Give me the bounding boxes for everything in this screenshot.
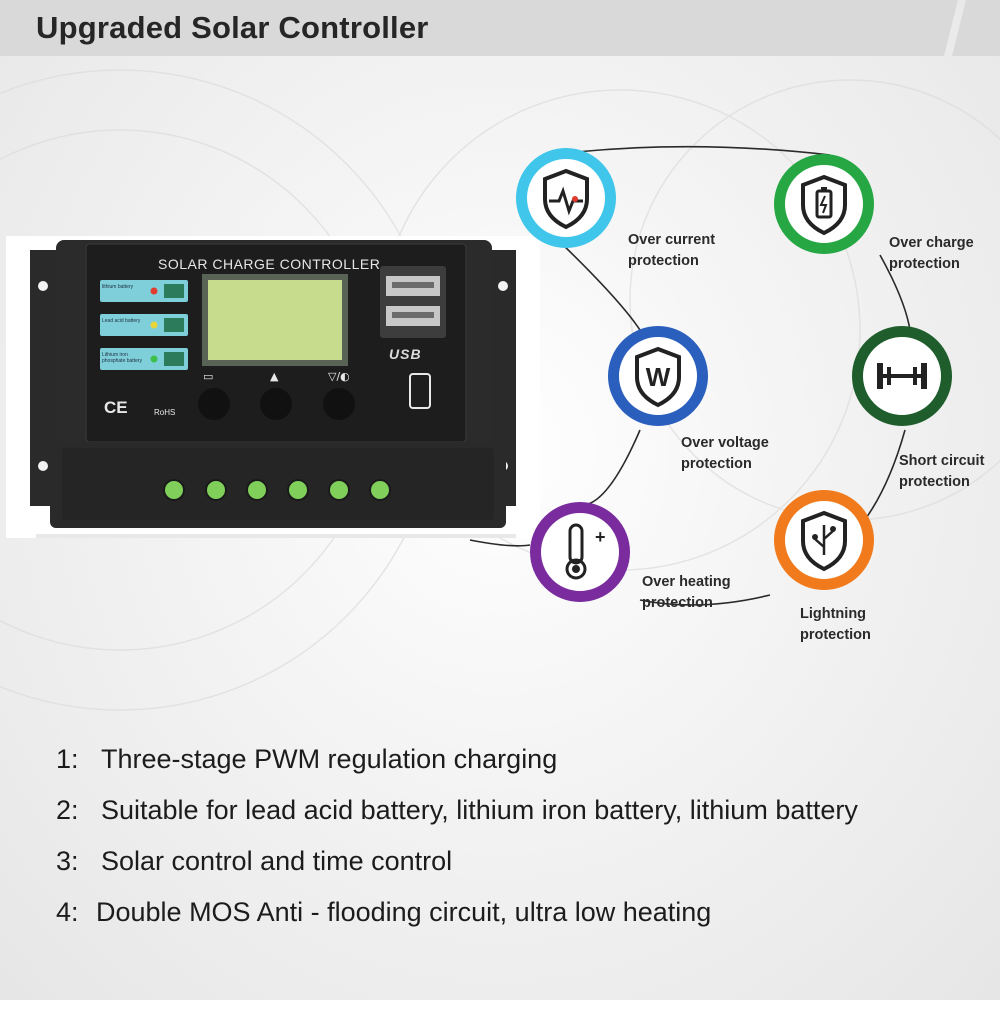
battery-label-lithium: lithium battery xyxy=(102,284,134,290)
page-title: Upgraded Solar Controller xyxy=(36,10,429,45)
dumbbell-icon xyxy=(877,363,927,389)
feature-item-3: 3: Solar control and time control xyxy=(56,842,976,893)
over-charge-label: Over charge protection xyxy=(889,233,974,275)
feature-item-1: 1: Three-stage PWM regulation charging xyxy=(56,740,976,791)
over-current-ring xyxy=(516,148,616,248)
controller-illustration: ▭ ▲ ▽/◐ xyxy=(30,240,516,538)
feature-item-2: 2: Suitable for lead acid battery, lithi… xyxy=(56,791,976,842)
svg-text:W: W xyxy=(646,362,671,392)
w-shield-icon: W xyxy=(635,346,681,408)
battery-label-lead-acid: Lead acid battery xyxy=(102,318,141,324)
over-heating-ring: + xyxy=(530,502,630,602)
thermometer-plus-icon: + xyxy=(565,523,606,580)
product-photo: ▭ ▲ ▽/◐ SOLAR CHARGE CONTROLLER lithium … xyxy=(6,236,540,538)
over-current-label: Over current protection xyxy=(628,230,715,272)
over-heating-text: Over heating protection xyxy=(642,574,731,611)
svg-text:+: + xyxy=(595,527,606,547)
rohs-mark: RoHS xyxy=(154,408,176,417)
lightning-ring xyxy=(774,490,874,590)
feature-text: Double MOS Anti - flooding circuit, ultr… xyxy=(96,897,712,927)
heartbeat-shield-icon xyxy=(543,168,589,230)
short-circuit-ring xyxy=(852,326,952,426)
battery-label-lifepo4: Lithium iron phosphate battery xyxy=(102,352,143,364)
over-current-text: Over current protection xyxy=(628,232,716,269)
svg-text:▭: ▭ xyxy=(203,370,213,383)
usb-label: USB xyxy=(389,346,422,362)
short-circuit-text: Short circuit protection xyxy=(899,453,985,490)
feature-text: Three-stage PWM regulation charging xyxy=(101,744,558,774)
over-voltage-label: Over voltage protection xyxy=(681,433,769,475)
lightning-label: Lightning protection xyxy=(800,604,871,646)
feature-text: Suitable for lead acid battery, lithium … xyxy=(101,795,858,825)
over-charge-ring xyxy=(774,154,874,254)
feature-list: 1: Three-stage PWM regulation charging 2… xyxy=(56,740,976,944)
over-voltage-text: Over voltage protection xyxy=(681,435,769,472)
feature-item-4: 4: Double MOS Anti - flooding circuit, u… xyxy=(56,893,976,944)
svg-text:▽/◐: ▽/◐ xyxy=(328,370,350,383)
header-bar-shape xyxy=(0,0,1000,56)
over-heating-label: Over heating protection xyxy=(642,572,731,614)
short-circuit-label: Short circuit protection xyxy=(899,451,984,493)
ce-mark: CE xyxy=(104,398,128,417)
feature-connectors xyxy=(469,145,911,606)
circuit-shield-icon xyxy=(801,510,847,572)
feature-number: 4: xyxy=(56,897,79,927)
header-bar: Upgraded Solar Controller xyxy=(0,0,1000,56)
feature-number: 1: xyxy=(56,744,79,774)
feature-text: Solar control and time control xyxy=(101,846,453,876)
svg-text:▲: ▲ xyxy=(270,370,279,383)
battery-shield-icon xyxy=(801,174,847,236)
over-voltage-ring: W xyxy=(608,326,708,426)
feature-number: 3: xyxy=(56,846,79,876)
panel-title: SOLAR CHARGE CONTROLLER xyxy=(158,256,381,272)
over-charge-text: Over charge protection xyxy=(889,235,974,272)
lightning-text: Lightning protection xyxy=(800,606,871,643)
bottom-strip xyxy=(0,1000,1000,1011)
feature-number: 2: xyxy=(56,795,79,825)
